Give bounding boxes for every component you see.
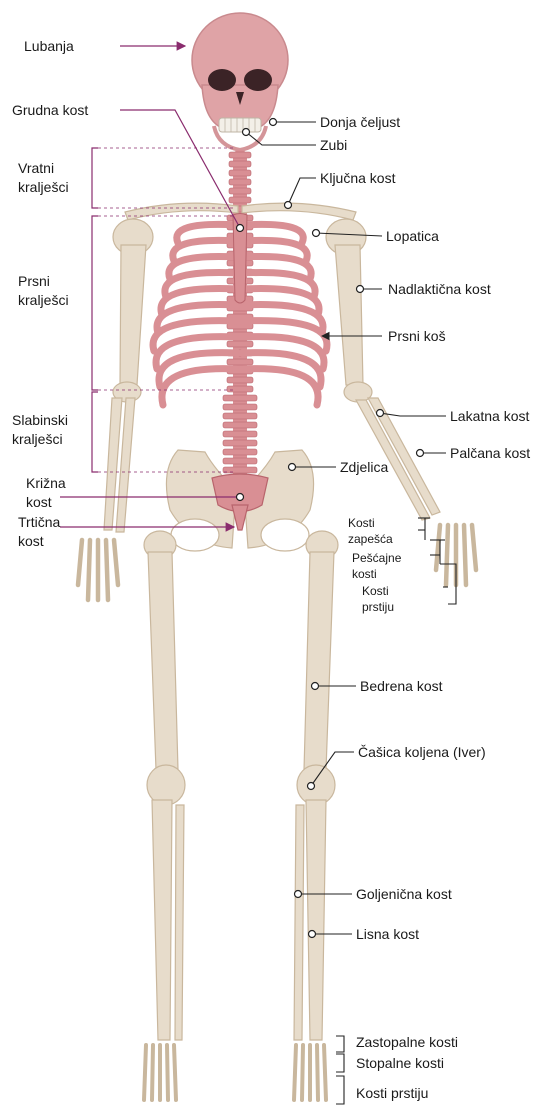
label-zubi: Zubi [320,137,347,153]
label-kosti-zapesca-2: zapešća [348,533,393,547]
label-goljenicna-kost: Goljenična kost [356,886,452,902]
label-lisna-kost: Lisna kost [356,926,419,942]
label-lakatna-kost: Lakatna kost [450,408,529,424]
label-prsni-kraljesci-2: kralješci [18,292,69,308]
label-grudna-kost: Grudna kost [12,102,88,118]
finger-bone [114,540,118,585]
finger-bone [78,540,82,585]
vertebra [227,377,253,383]
finger-bone [88,540,90,600]
vertebra [223,404,257,410]
label-nadlakticna-kost: Nadlaktična kost [388,281,491,297]
label-kosti-zapesca-1: Kosti [348,517,375,531]
toe-bone [174,1045,176,1100]
label-slabinski-1: Slabinski [12,412,68,428]
finger-bone [464,525,466,585]
label-lubanja: Lubanja [24,38,74,54]
vertebra [223,413,257,419]
label-kosti-prstiju-ruka-1: Kosti [362,585,389,599]
vertebra [229,188,251,194]
vertebra [229,179,251,185]
label-krizna-2: kost [26,494,52,510]
finger-bone [436,525,440,570]
vertebra [227,341,253,347]
vertebra [223,440,257,446]
label-stopalne-kosti: Stopalne kosti [356,1055,444,1071]
vertebra [223,467,257,473]
label-prsni-kraljesci-1: Prsni [18,273,50,289]
toe-bone [294,1045,296,1100]
vertebra [223,449,257,455]
vertebra [229,161,251,167]
label-vratni-1: Vratni [18,160,54,176]
vertebra [229,170,251,176]
finger-bone [472,525,476,570]
label-trticna-2: kost [18,533,44,549]
vertebra [229,197,251,203]
label-kosti-prstiju-noga: Kosti prstiju [356,1085,428,1101]
vertebra [223,431,257,437]
label-trticna-1: Trtična [18,514,60,530]
label-prsni-kos: Prsni koš [388,328,446,344]
finger-bone [446,525,448,585]
vertebra [223,458,257,464]
vertebra [227,359,253,365]
label-zdjelica: Zdjelica [340,459,388,475]
vertebra [223,395,257,401]
vertebra [227,386,253,392]
label-pescajne-1: Pešćajne [352,552,401,566]
label-pescajne-2: kosti [352,568,377,582]
label-zastopalne-kosti: Zastopalne kosti [356,1034,458,1050]
finger-bone [106,540,108,600]
toe-bone [152,1045,153,1100]
toe-bone [144,1045,146,1100]
label-donja-celjust: Donja čeljust [320,114,400,130]
label-lopatica: Lopatica [386,228,439,244]
toe-bone [167,1045,168,1100]
label-vratni-2: kralješci [18,179,69,195]
toe-bone [324,1045,326,1100]
label-bedrena-kost: Bedrena kost [360,678,443,694]
label-slabinski-2: kralješci [12,431,63,447]
label-kosti-prstiju-ruka-2: prstiju [362,601,394,615]
label-casica-koljena: Čašica koljena (Iver) [358,744,486,760]
label-krizna-1: Križna [26,475,66,491]
skull [192,13,288,150]
feet [144,1045,326,1100]
toe-bone [302,1045,303,1100]
toe-bone [317,1045,318,1100]
vertebra [229,152,251,158]
vertebra [223,422,257,428]
label-palcana-kost: Palčana kost [450,445,530,461]
label-kljucna-kost: Ključna kost [320,170,395,186]
spine [223,150,257,482]
